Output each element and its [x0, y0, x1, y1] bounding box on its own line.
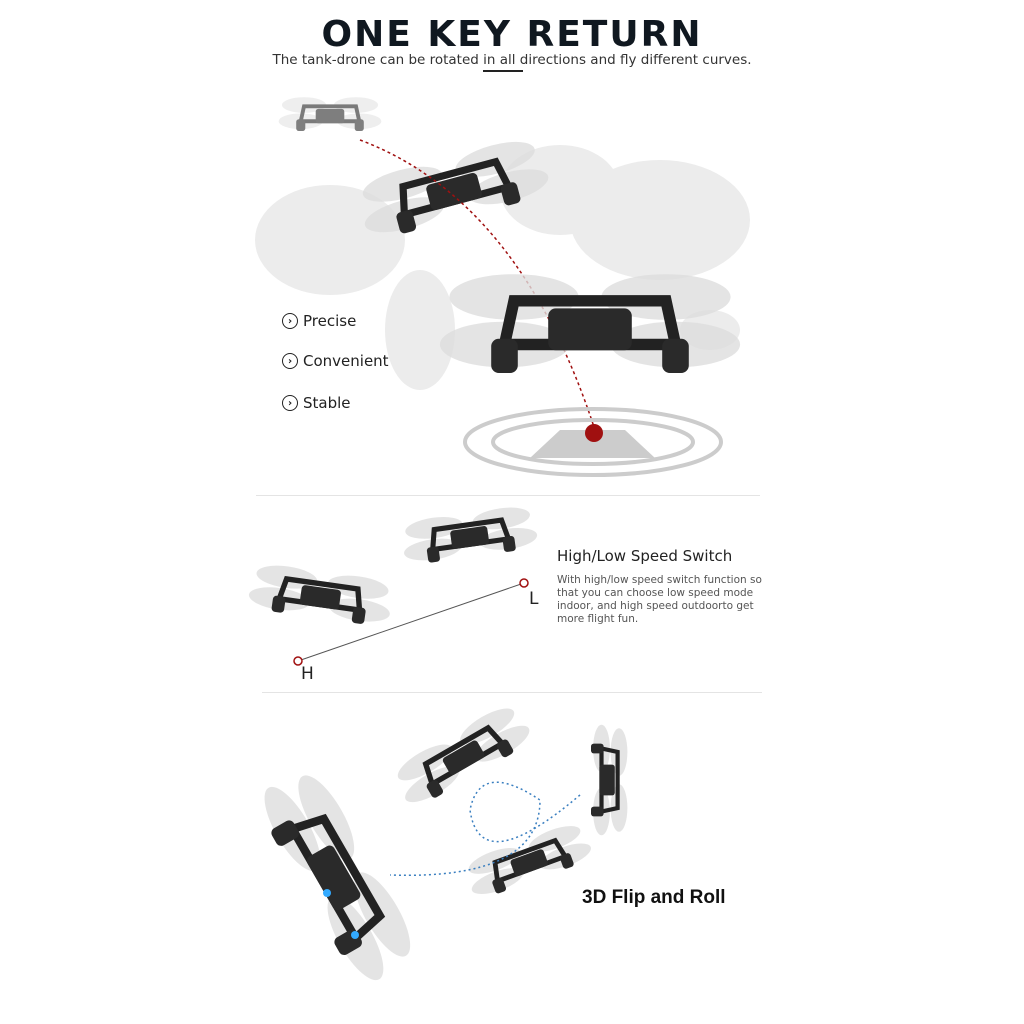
chevron-circle-icon: › — [282, 395, 298, 411]
location-pin-icon — [585, 424, 603, 442]
flip-trail — [389, 781, 581, 877]
drone-flip-1 — [389, 700, 536, 812]
drone-high-speed — [247, 562, 394, 628]
feature-stable: › Stable — [282, 394, 351, 412]
drone-flip-2 — [591, 725, 627, 836]
low-speed-label: L — [529, 589, 539, 609]
drone-flip-3 — [462, 819, 595, 901]
landing-pad — [463, 407, 723, 477]
chevron-circle-icon: › — [282, 353, 298, 369]
flip-roll-title: 3D Flip and Roll — [582, 887, 726, 908]
feature-convenient: › Convenient — [282, 352, 389, 370]
speed-line — [297, 582, 525, 662]
feature-precise: › Precise — [282, 312, 356, 330]
return-path — [359, 139, 596, 431]
section-divider — [262, 692, 762, 693]
drone-low-speed — [400, 504, 539, 566]
feature-label: Precise — [303, 312, 357, 330]
chevron-circle-icon: › — [282, 313, 298, 329]
world-map — [255, 145, 750, 390]
feature-label: Stable — [303, 394, 351, 412]
page-title: ONE KEY RETURN — [321, 14, 703, 55]
subtitle-underline — [483, 70, 523, 72]
speed-switch-description: With high/low speed switch function so t… — [557, 574, 762, 625]
drone-small-top — [276, 95, 384, 133]
drone-large-landing — [440, 274, 740, 373]
page-subtitle: The tank-drone can be rotated in all dir… — [272, 52, 752, 68]
feature-label: Convenient — [303, 352, 389, 370]
high-speed-label: H — [301, 664, 314, 684]
drone-closeup — [250, 762, 424, 990]
speed-switch-title: High/Low Speed Switch — [557, 547, 733, 565]
section-divider — [256, 495, 760, 496]
